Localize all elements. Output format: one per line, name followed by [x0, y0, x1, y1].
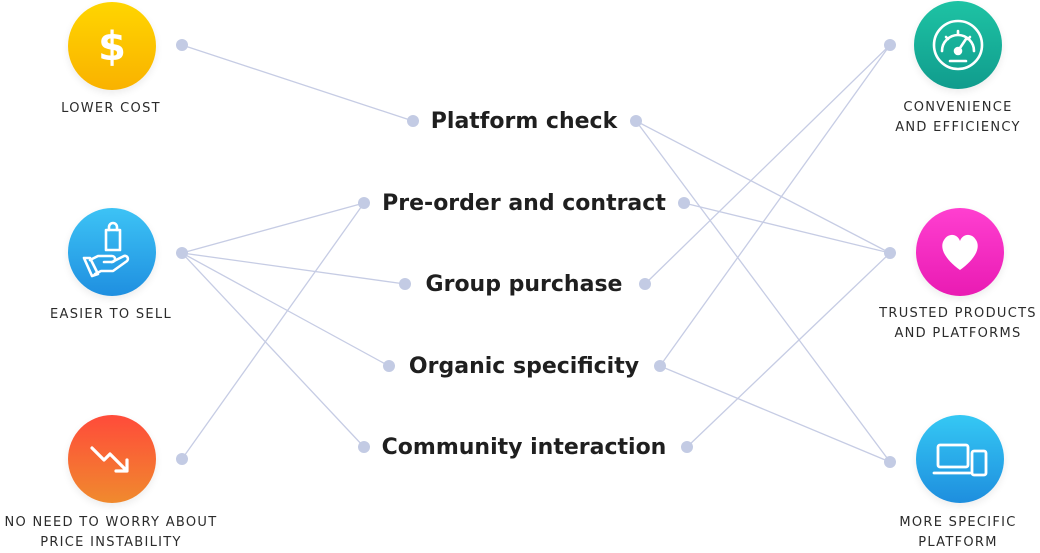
connector-line: [683, 202, 891, 254]
trusted-caption: TRUSTED PRODUCTS AND PLATFORMS: [868, 304, 1040, 344]
caption-line: CONVENIENCE: [903, 100, 1013, 115]
caption-line: TRUSTED PRODUCTS: [879, 306, 1037, 321]
connector-dot: [358, 441, 370, 453]
dollar-icon: $: [98, 24, 126, 70]
connector-dot: [383, 360, 395, 372]
caption-line: PLATFORM: [918, 535, 998, 550]
connector-dot: [884, 39, 896, 51]
svg-text:$: $: [98, 24, 126, 70]
caption-line: AND PLATFORMS: [894, 326, 1022, 341]
caption-line: NO NEED TO WORRY ABOUT: [4, 515, 218, 530]
connector-line: [644, 44, 891, 285]
easier-to-sell-caption: EASIER TO SELL: [0, 305, 222, 325]
connector-line: [635, 120, 891, 254]
price-instability-caption: NO NEED TO WORRY ABOUT PRICE INSTABILITY: [0, 513, 222, 553]
connector-line: [181, 44, 414, 122]
connector-dot: [681, 441, 693, 453]
caption-line: LOWER COST: [61, 101, 161, 116]
shopping-hand-icon: [82, 221, 130, 278]
convenience-badge: [914, 1, 1002, 89]
connector-dot: [678, 197, 690, 209]
connector-line: [181, 202, 365, 254]
easier-to-sell-badge: [68, 208, 156, 296]
connector-line: [659, 44, 891, 367]
connector-dot: [884, 456, 896, 468]
feature-community-interaction: Community interaction: [381, 435, 667, 460]
connector-dot: [654, 360, 666, 372]
heart-icon: [942, 234, 978, 270]
more-specific-caption: MORE SPECIFIC PLATFORM: [868, 513, 1040, 553]
feature-platform-check: Platform check: [430, 109, 618, 134]
connector-line: [181, 202, 365, 460]
convenience-caption: CONVENIENCE AND EFFICIENCY: [868, 98, 1040, 138]
connector-line: [181, 252, 390, 367]
trusted-badge: [916, 208, 1004, 296]
connector-dot: [639, 278, 651, 290]
connector-dot: [176, 39, 188, 51]
feature-organic-specificity: Organic specificity: [408, 354, 640, 379]
devices-icon: [932, 443, 988, 477]
connector-dot: [884, 247, 896, 259]
connector-dot: [630, 115, 642, 127]
price-instability-badge: [68, 415, 156, 503]
feature-pre-order-contract: Pre-order and contract: [382, 191, 666, 216]
connector-line: [181, 252, 406, 285]
caption-line: PRICE INSTABILITY: [40, 535, 182, 550]
caption-line: AND EFFICIENCY: [895, 120, 1021, 135]
connector-dot: [407, 115, 419, 127]
connector-dot: [176, 247, 188, 259]
lower-cost-badge: $: [68, 2, 156, 90]
connector-dot: [176, 453, 188, 465]
caption-line: EASIER TO SELL: [49, 307, 173, 322]
lower-cost-caption: LOWER COST: [0, 99, 222, 119]
connector-line: [181, 252, 365, 448]
trend-down-icon: [90, 446, 129, 473]
connector-line: [686, 252, 891, 448]
connector-line: [635, 120, 891, 463]
speedometer-icon: [932, 19, 984, 71]
connector-dot: [358, 197, 370, 209]
connector-line: [659, 365, 891, 463]
caption-line: MORE SPECIFIC: [899, 515, 1017, 530]
connector-dot: [399, 278, 411, 290]
more-specific-badge: [916, 415, 1004, 503]
feature-group-purchase: Group purchase: [425, 272, 623, 297]
